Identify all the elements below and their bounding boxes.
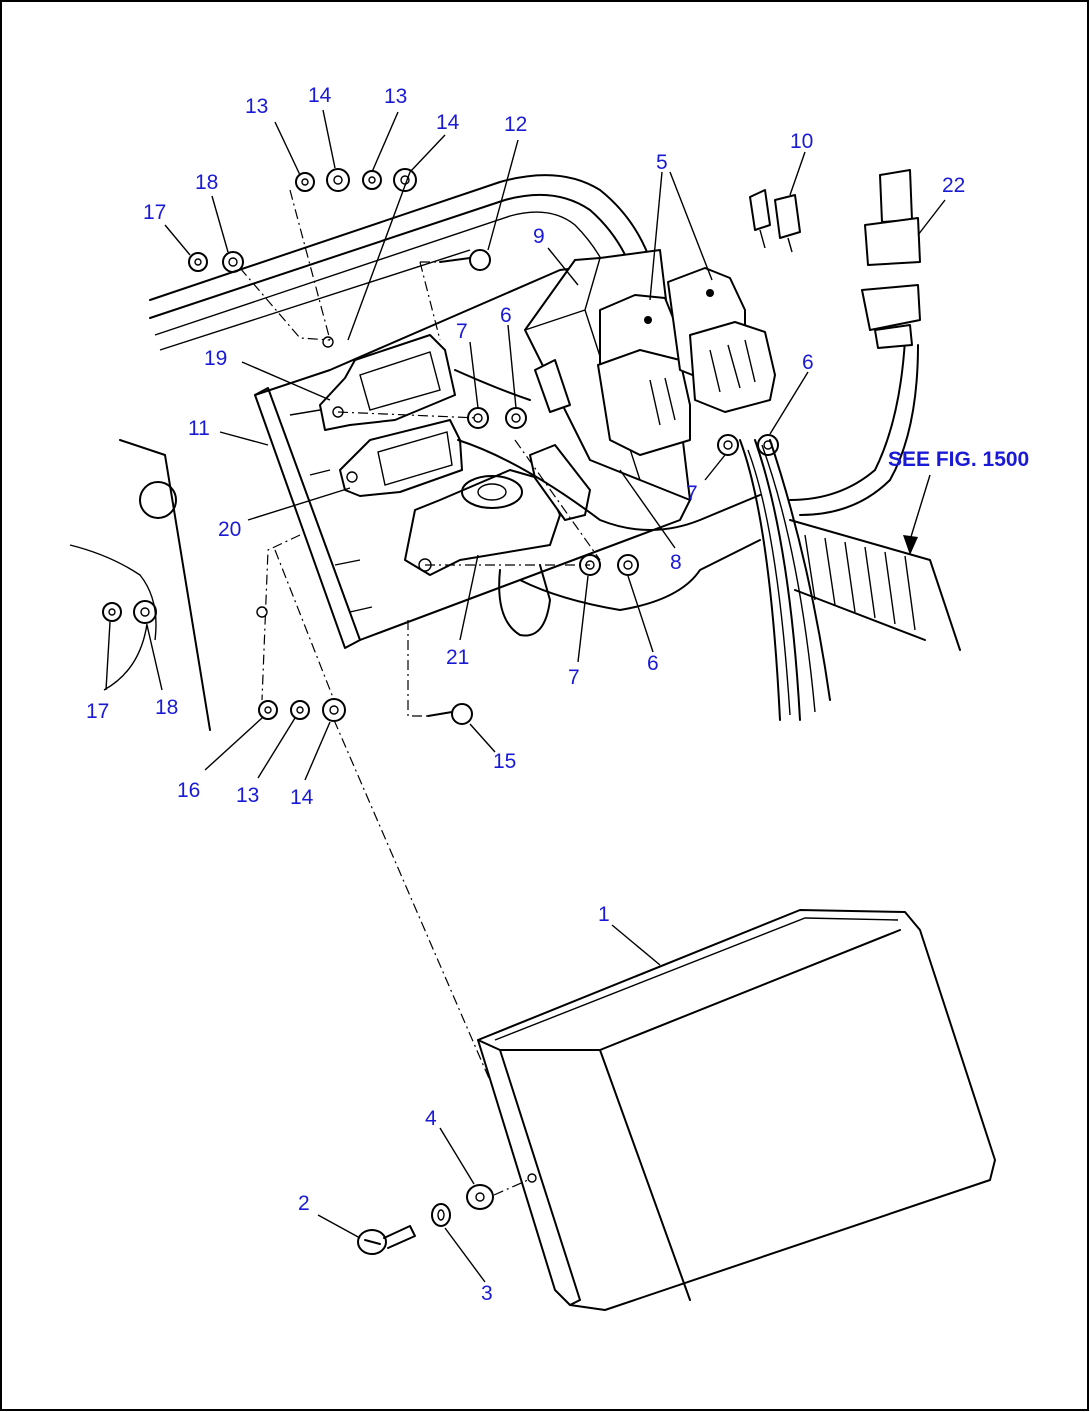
callout-13-right[interactable]: 13 [384,85,407,108]
callout-13-bottom[interactable]: 13 [236,784,259,807]
callout-7-right[interactable]: 7 [686,482,698,505]
callout-7-lower[interactable]: 7 [568,666,580,689]
callout-12[interactable]: 12 [504,113,527,136]
callout-8[interactable]: 8 [670,551,682,574]
callout-14-right[interactable]: 14 [436,111,460,134]
callout-22[interactable]: 22 [942,174,965,197]
callout-10[interactable]: 10 [790,130,813,153]
callout-7-upper[interactable]: 7 [456,320,468,343]
callout-4[interactable]: 4 [425,1107,437,1130]
callout-1[interactable]: 1 [598,903,610,926]
callout-15[interactable]: 15 [493,750,516,773]
callout-18-top[interactable]: 18 [195,171,218,194]
leader-lines [103,109,946,1283]
cover-drawing [357,909,996,1311]
callout-17-top[interactable]: 17 [143,201,166,224]
callout-14-bottom[interactable]: 14 [290,786,314,809]
callout-6-right[interactable]: 6 [802,351,814,374]
callout-6-lower[interactable]: 6 [647,652,659,675]
callout-13-left[interactable]: 13 [245,95,268,118]
callout-9[interactable]: 9 [533,225,545,248]
callout-3[interactable]: 3 [481,1282,493,1305]
callout-21[interactable]: 21 [446,646,469,669]
callout-16[interactable]: 16 [177,779,200,802]
callout-labels: 1 2 3 4 5 6 6 6 7 7 7 8 9 10 11 12 13 13… [86,84,1029,1305]
callout-20[interactable]: 20 [218,518,241,541]
callout-14-left[interactable]: 14 [308,84,332,107]
upper-assembly-drawing [69,168,961,1151]
callout-17-bottom[interactable]: 17 [86,700,109,723]
callout-2[interactable]: 2 [298,1192,310,1215]
callout-5[interactable]: 5 [656,151,668,174]
see-fig-reference[interactable]: SEE FIG. 1500 [888,448,1029,471]
callout-6-upper[interactable]: 6 [500,304,512,327]
callout-18-bottom[interactable]: 18 [155,696,178,719]
callout-19[interactable]: 19 [204,347,227,370]
callout-11[interactable]: 11 [188,417,210,440]
